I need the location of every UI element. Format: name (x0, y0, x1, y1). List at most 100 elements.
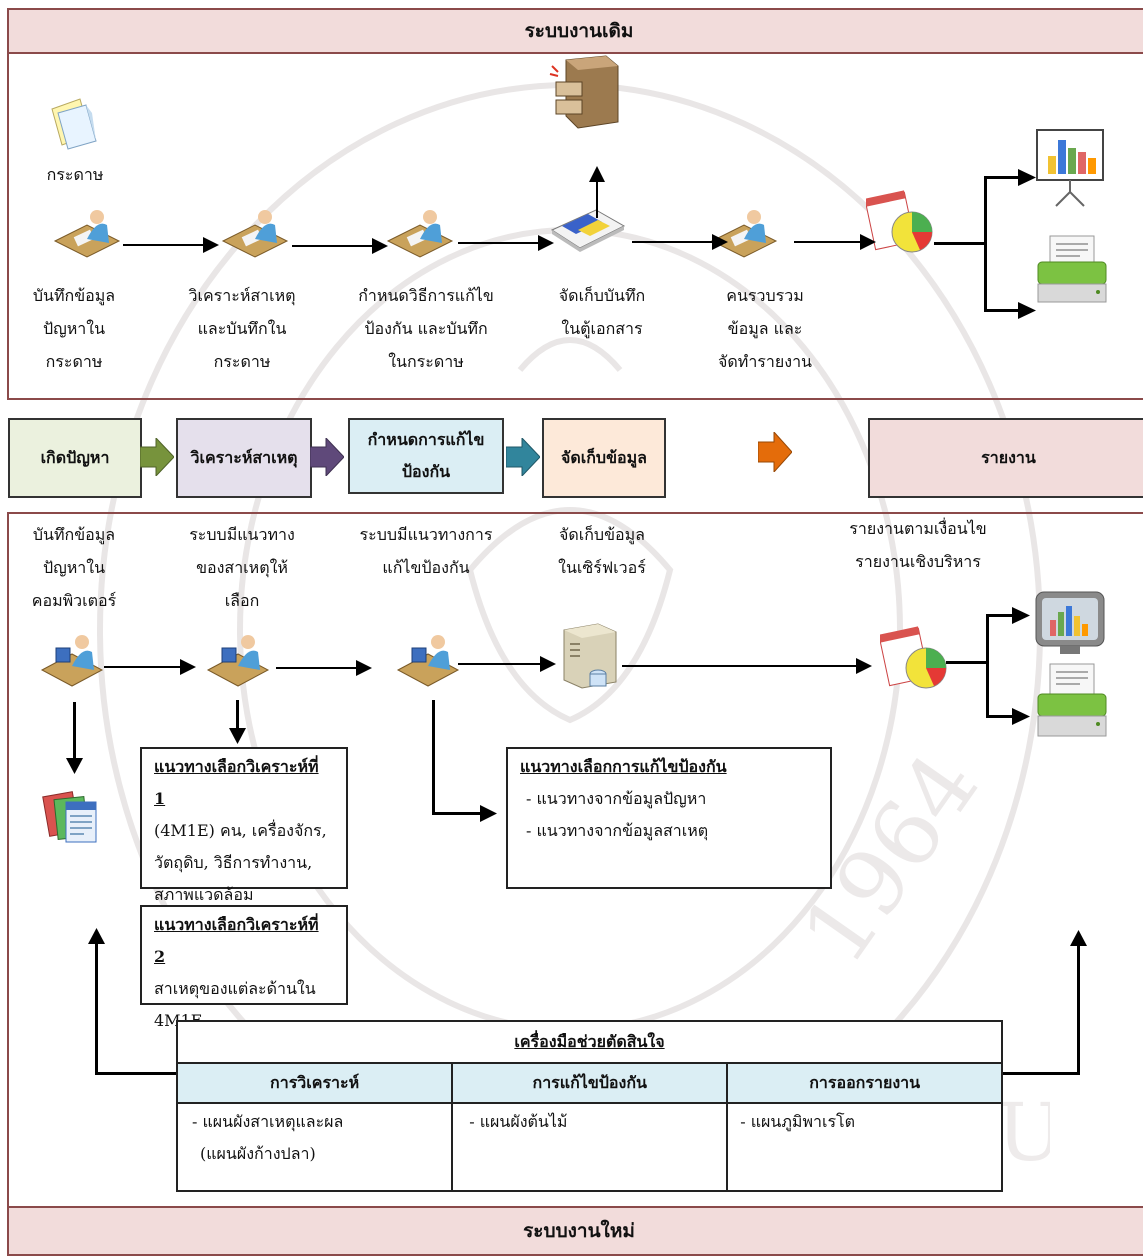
stage-report-label: รายงาน (981, 448, 1036, 467)
stage-prevention: กำหนดการแก้ไข ป้องกัน (348, 418, 504, 494)
flow-arrow (104, 666, 186, 668)
old-step-2-label: วิเคราะห์สาเหตุและบันทึกในกระดาษ (188, 286, 296, 371)
worker-computer-icon (40, 635, 104, 687)
flow-arrow (1077, 944, 1080, 1074)
arrowhead-icon (180, 659, 196, 675)
old-step-5-label: คนรวบรวมข้อมูล และจัดทำรายงาน (718, 286, 812, 371)
arrowhead-icon (1018, 302, 1036, 319)
tools-cell-line: - แผนผังต้นไม้ (469, 1112, 568, 1131)
flow-arrow (123, 244, 207, 246)
worker-computer-icon (206, 635, 270, 687)
stage-arrow-green-icon (140, 438, 174, 476)
arrowhead-icon (712, 234, 728, 250)
analysis-option-2-line: สาเหตุของแต่ละด้านใน (154, 979, 316, 998)
new-step-4-label: จัดเก็บข้อมูลในเซิร์ฟเวอร์ (558, 525, 646, 577)
analysis-option-1-line: สภาพแวดล้อม (154, 885, 254, 904)
stage-analyze-label: วิเคราะห์สาเหตุ (190, 448, 298, 467)
arrowhead-icon (356, 660, 372, 676)
printer-icon (1037, 235, 1107, 303)
worker-paper-icon (386, 210, 454, 258)
paper-icon (51, 98, 97, 150)
arrowhead-icon (1012, 607, 1030, 624)
flow-arrow (432, 700, 435, 814)
presentation-chart-icon (1036, 129, 1104, 207)
flow-arrow (95, 942, 98, 1074)
flow-arrow (276, 667, 362, 669)
monitor-chart-icon (1035, 591, 1105, 654)
new-step-3-label: ระบบมีแนวทางการแก้ไขป้องกัน (359, 525, 493, 577)
filing-cabinet-icon (549, 55, 619, 129)
arrowhead-icon (538, 235, 554, 251)
arrowhead-icon (88, 928, 105, 944)
arrowhead-icon (203, 237, 219, 253)
flow-arrow (986, 715, 1016, 718)
flow-arrow (794, 241, 864, 243)
stage-problem: เกิดปัญหา (8, 418, 142, 498)
analysis-option-1-title: แนวทางเลือกวิเคราะห์ที่ 1 (154, 757, 319, 808)
old-step-1-label: บันทึกข้อมูลปัญหาในกระดาษ (32, 286, 116, 371)
old-system-title-text: ระบบงานเดิม (524, 20, 634, 42)
new-step-2-label: ระบบมีแนวทางของสาเหตุให้เลือก (189, 525, 295, 610)
flow-arrow (984, 176, 987, 312)
prevention-option-box: แนวทางเลือกการแก้ไขป้องกัน - แนวทางจากข้… (506, 747, 832, 889)
analysis-option-2-box: แนวทางเลือกวิเคราะห์ที่ 2 สาเหตุของแต่ละ… (140, 905, 348, 1030)
arrowhead-icon (540, 656, 556, 672)
flow-arrow (432, 812, 484, 815)
flow-arrow (986, 614, 1016, 617)
old-step-3-label: กำหนดวิธีการแก้ไขป้องกัน และบันทึกในกระด… (358, 286, 494, 371)
flow-arrow (986, 614, 989, 718)
stage-arrow-teal-icon (506, 438, 540, 476)
prevention-option-line: - แนวทางจากข้อมูลสาเหตุ (526, 821, 709, 840)
flow-arrow (984, 309, 1022, 312)
arrowhead-icon (1018, 169, 1036, 186)
tools-cell-line: - แผนผังสาเหตุและผล (192, 1112, 344, 1131)
tools-header-prevention: การแก้ไขป้องกัน (451, 1062, 729, 1104)
new-system-panel (7, 512, 1143, 1208)
flow-arrow (632, 241, 716, 243)
stage-arrow-purple-icon (310, 438, 344, 476)
flow-arrow (1002, 1072, 1080, 1075)
flow-arrow (946, 661, 988, 664)
decision-tools-title: เครื่องมือช่วยตัดสินใจ (176, 1020, 1003, 1064)
old-system-title: ระบบงานเดิม (7, 8, 1143, 54)
new-system-title-text: ระบบงานใหม่ (523, 1220, 635, 1242)
new-step-5-label: รายงานตามเงื่อนไขรายงานเชิงบริหาร (849, 519, 987, 571)
stage-report: รายงาน (868, 418, 1143, 498)
pie-chart-report-icon (880, 626, 947, 689)
stage-prevention-label: กำหนดการแก้ไข ป้องกัน (367, 430, 485, 481)
stage-storage-label: จัดเก็บข้อมูล (561, 448, 647, 467)
old-system-panel (7, 50, 1143, 400)
arrowhead-icon (1012, 708, 1030, 725)
flow-arrow (236, 700, 239, 730)
flow-arrow (622, 665, 858, 667)
tools-cell-prevention: - แผนผังต้นไม้ (451, 1102, 729, 1192)
prevention-option-line: - แนวทางจากข้อมูลปัญหา (526, 789, 707, 808)
analysis-option-1-line: (4M1E) คน, เครื่องจักร, (154, 821, 327, 840)
analysis-option-1-box: แนวทางเลือกวิเคราะห์ที่ 1 (4M1E) คน, เคร… (140, 747, 348, 904)
worker-computer-icon (396, 635, 460, 687)
tools-cell-line: - แผนภูมิพาเรโต (740, 1112, 856, 1131)
analysis-option-2-title: แนวทางเลือกวิเคราะห์ที่ 2 (154, 915, 319, 966)
flow-arrow (73, 702, 76, 760)
stage-arrow-orange-icon (758, 432, 792, 472)
flow-arrow (292, 245, 378, 247)
arrowhead-icon (856, 658, 872, 674)
pie-chart-report-icon (866, 190, 933, 253)
flow-arrow (984, 176, 1022, 179)
flow-arrow (596, 178, 598, 218)
arrowhead-icon (480, 805, 497, 822)
analysis-option-1-line: วัตถุดิบ, วิธีการทำงาน, (154, 853, 313, 872)
stage-problem-label: เกิดปัญหา (40, 448, 110, 467)
tools-cell-line: (แผนผังก้างปลา) (200, 1144, 316, 1163)
new-system-title: ระบบงานใหม่ (7, 1206, 1143, 1256)
arrowhead-icon (229, 728, 246, 744)
document-stack-icon (550, 209, 626, 252)
worker-paper-icon (221, 210, 289, 258)
tools-cell-analysis: - แผนผังสาเหตุและผล (แผนผังก้างปลา) (175, 1102, 454, 1192)
stage-storage: จัดเก็บข้อมูล (542, 418, 666, 498)
flow-arrow (95, 1072, 177, 1075)
tools-header-report: การออกรายงาน (726, 1062, 1003, 1104)
flow-arrow (458, 663, 544, 665)
prevention-option-title: แนวทางเลือกการแก้ไขป้องกัน (520, 757, 727, 776)
new-step-1-label: บันทึกข้อมูลปัญหาในคอมพิวเตอร์ (31, 525, 117, 610)
